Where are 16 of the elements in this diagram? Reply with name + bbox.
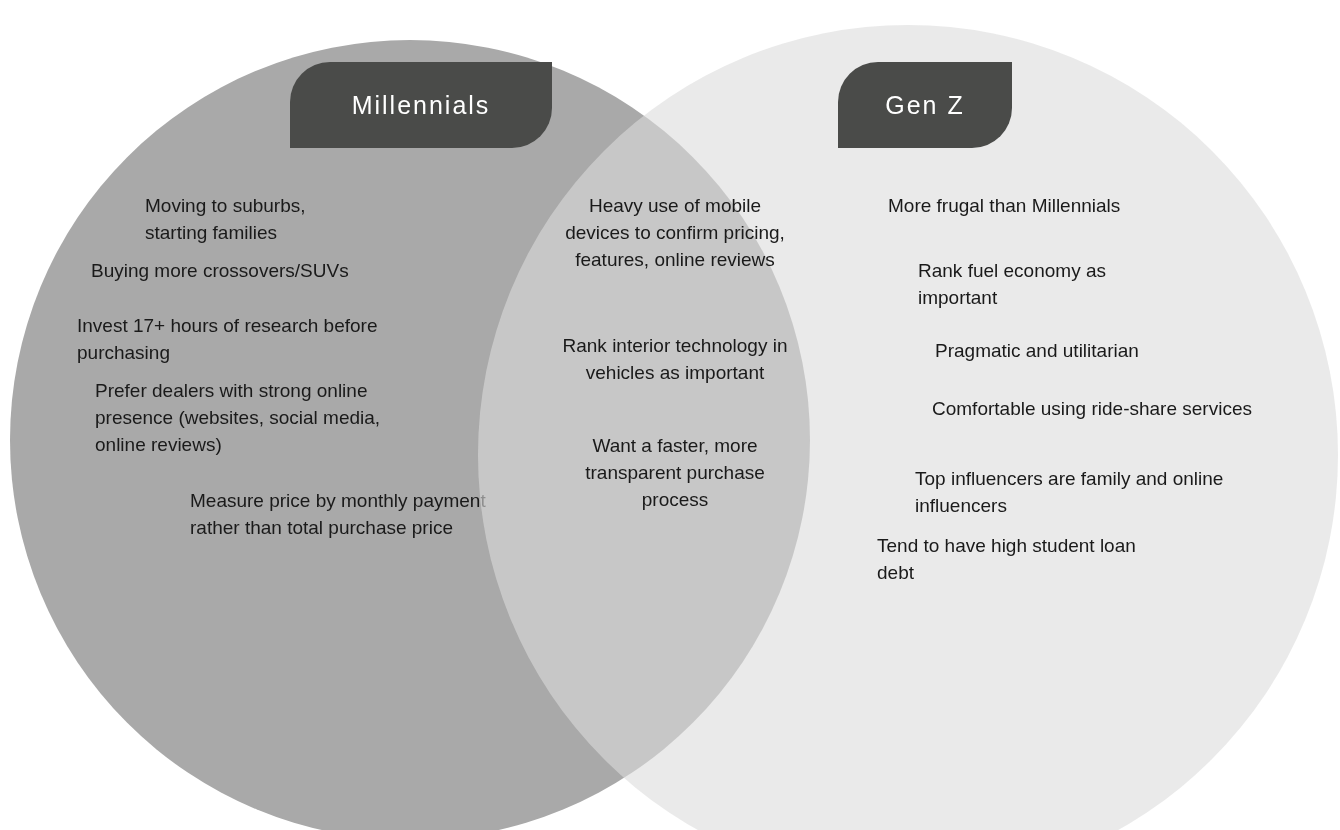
trait-text: Moving to suburbs, starting families	[145, 194, 307, 245]
trait-text: Pragmatic and utilitarian	[935, 339, 1140, 363]
trait-text: Invest 17+ hours of research before purchasing	[77, 314, 379, 365]
trait-text: More frugal than Millennials	[888, 194, 1122, 218]
trait-text: Top influencers are family and online influencers	[915, 467, 1225, 518]
shared-trait-text: Want a faster, more transparent purchase process	[584, 434, 766, 512]
trait-text: Buying more crossovers/SUVs	[91, 259, 350, 283]
trait-text: Prefer dealers with strong online presence (websites, social media, online reviews)	[95, 379, 382, 457]
trait-text: Comfortable using ride-share services	[932, 397, 1253, 421]
trait-text: Measure price by monthly payment rather than total purchase price	[190, 489, 487, 540]
shared-trait-text: Heavy use of mobile devices to confirm pricing, features, online reviews	[564, 194, 786, 272]
shared-trait-text: Rank interior technology in vehicles as important	[561, 334, 789, 385]
trait-text: Rank fuel economy as important	[918, 259, 1107, 310]
heading-tab: Millennials	[290, 62, 552, 148]
trait-text: Tend to have high student loan debt	[877, 534, 1137, 585]
heading-tab: Gen Z	[838, 62, 1012, 148]
